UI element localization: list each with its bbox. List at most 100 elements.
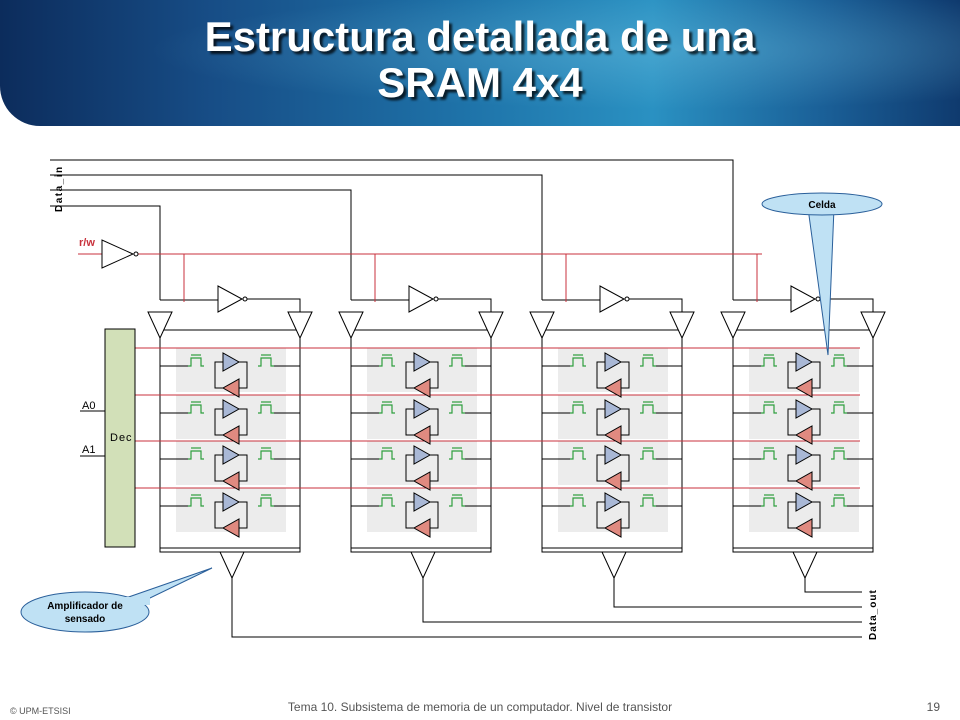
- latch-inverter-up: [413, 492, 432, 512]
- sense-input-right: [813, 548, 874, 553]
- data-in-inverter-bubble: [242, 296, 248, 302]
- latch-inverter-up: [604, 492, 623, 512]
- amp-callout-text-1: Amplificador de: [47, 601, 123, 612]
- latch-inverter-down: [221, 518, 240, 538]
- cell-callout-bubble: [761, 192, 883, 216]
- course-title-text: Tema 10. Subsistema de memoria de un com…: [287, 700, 673, 714]
- amp-callout-pointer: [119, 567, 213, 601]
- access-transistor-left: [761, 404, 777, 414]
- latch-inverter-down: [603, 518, 622, 538]
- latch-inverter-down: [412, 518, 431, 538]
- write-driver-left: [720, 311, 746, 340]
- address-label-a1: A1: [82, 444, 95, 456]
- title-banner: [0, 0, 960, 126]
- write-driver-right: [860, 311, 886, 340]
- latch-inverter-down: [221, 425, 240, 445]
- latch-inverter-down: [794, 518, 813, 538]
- sense-input-right: [622, 548, 683, 553]
- access-transistor-right: [258, 497, 274, 507]
- sense-input-left: [732, 548, 797, 553]
- sense-input-left: [159, 548, 224, 553]
- write-driver-left: [529, 311, 555, 340]
- access-transistor-right: [258, 404, 274, 414]
- latch-inverter-down: [412, 425, 431, 445]
- latch-inverter-up: [413, 352, 432, 372]
- latch-inverter-up: [413, 399, 432, 419]
- latch-inverter-up: [222, 352, 241, 372]
- access-transistor-left: [379, 357, 395, 367]
- sense-input-right: [431, 548, 492, 553]
- copyright-text: © UPM-ETSISI: [10, 706, 71, 716]
- latch-inverter-down: [794, 378, 813, 398]
- access-transistor-right: [449, 450, 465, 460]
- latch-inverter-down: [794, 471, 813, 491]
- latch-inverter-down: [603, 471, 622, 491]
- amp-callout-text-2: sensado: [65, 614, 106, 625]
- data-in-inverter: [790, 285, 817, 313]
- access-transistor-right: [258, 450, 274, 460]
- latch-inverter-up: [222, 445, 241, 465]
- decoder-block: [104, 328, 136, 548]
- access-transistor-left: [570, 404, 586, 414]
- word-line-layer: [78, 253, 860, 489]
- latch-inverter-down: [221, 378, 240, 398]
- label-layer: Data_in r/w Dec A0 A1 Data_out: [54, 165, 879, 640]
- access-transistor-left: [379, 450, 395, 460]
- access-transistor-right: [640, 497, 656, 507]
- access-transistor-right: [640, 404, 656, 414]
- access-transistor-right: [449, 404, 465, 414]
- latch-inverter-up: [222, 399, 241, 419]
- slide-title: Estructura detallada de una SRAM 4x4: [0, 14, 960, 106]
- cell-background-layer: [176, 348, 859, 532]
- access-transistor-right: [831, 404, 847, 414]
- sense-amplifier: [601, 551, 627, 580]
- sense-input-right: [240, 548, 301, 553]
- title-line-1: Estructura detallada de una: [204, 13, 756, 60]
- latch-inverter-up: [795, 399, 814, 419]
- sense-input-left: [541, 548, 606, 553]
- decoder-label: Dec: [110, 432, 133, 444]
- latch-inverter-up: [795, 352, 814, 372]
- access-transistor-left: [188, 450, 204, 460]
- inverter-output-wire: [247, 298, 301, 312]
- data-in-inverter: [599, 285, 626, 313]
- access-transistor-left: [379, 497, 395, 507]
- data-out-wire: [422, 578, 862, 623]
- access-transistor-left: [761, 357, 777, 367]
- latch-inverter-down: [412, 471, 431, 491]
- title-line-2: SRAM 4x4: [377, 59, 583, 106]
- rw-inverter-bubble: [133, 251, 139, 257]
- data-in-wire: [50, 205, 161, 300]
- data-in-wire: [50, 174, 543, 300]
- data-in-inverter-bubble: [433, 296, 439, 302]
- write-driver-right: [669, 311, 695, 340]
- cell-callout-pointer: [807, 207, 835, 356]
- data-in-inverter: [408, 285, 435, 313]
- data-out-wire: [804, 578, 862, 593]
- access-transistor-left: [761, 450, 777, 460]
- data-in-wire: [50, 189, 352, 300]
- write-driver-right: [478, 311, 504, 340]
- callout-layer: Celda Amplificador de sensado: [20, 192, 883, 633]
- data-in-label: Data_in: [54, 165, 65, 212]
- wire-layer: [50, 159, 874, 638]
- access-transistor-right: [640, 357, 656, 367]
- rw-inverter: [101, 239, 135, 269]
- latch-inverter-down: [412, 378, 431, 398]
- access-transistor-right: [258, 357, 274, 367]
- inverter-output-wire: [629, 298, 683, 312]
- write-driver-left: [338, 311, 364, 340]
- access-transistor-left: [761, 497, 777, 507]
- page-number: 19: [926, 700, 940, 714]
- write-driver-right: [287, 311, 313, 340]
- data-out-label: Data_out: [868, 589, 879, 640]
- access-transistor-right: [831, 450, 847, 460]
- address-label-a0: A0: [82, 400, 95, 412]
- access-transistor-left: [570, 357, 586, 367]
- sense-amplifier: [410, 551, 436, 580]
- cell-callout-joint: [800, 206, 840, 212]
- access-transistor-left: [188, 497, 204, 507]
- access-transistor-right: [449, 497, 465, 507]
- data-in-inverter-bubble: [624, 296, 630, 302]
